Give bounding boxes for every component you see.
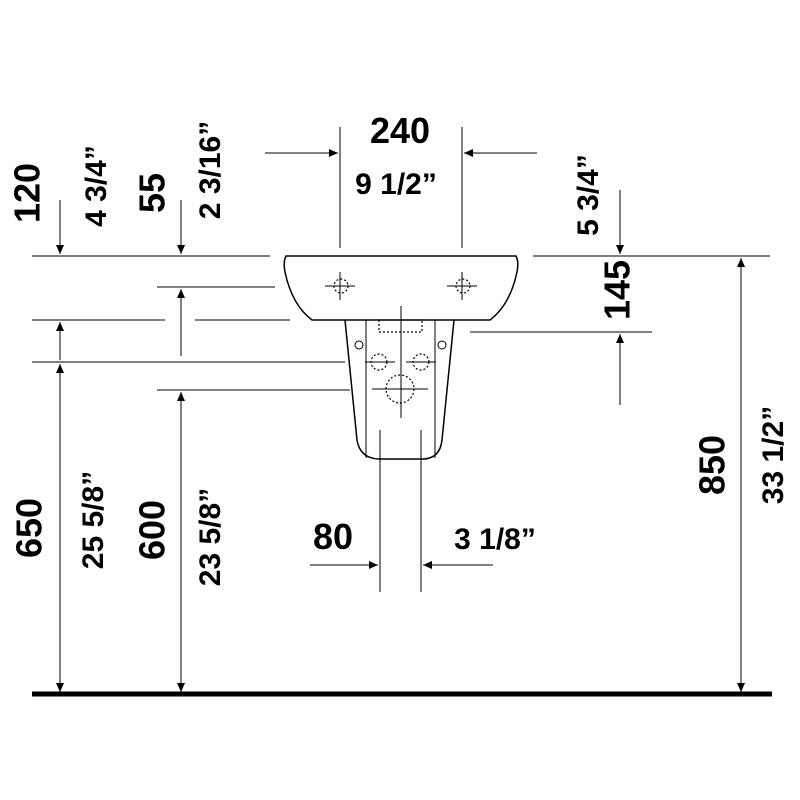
top-offset-in-label: 4 3/4” <box>80 145 113 227</box>
hole-offset-mm-label: 55 <box>132 173 173 213</box>
top-offset-mm-label: 120 <box>7 163 48 223</box>
width-mm-label: 240 <box>370 110 430 151</box>
height-650-in-label: 25 5/8” <box>77 471 110 569</box>
pedestal-width-in-label: 3 1/8” <box>454 523 536 556</box>
reference-lines <box>32 127 770 592</box>
hole-offset-in-label: 2 3/16” <box>194 121 227 219</box>
height-600-in-label: 23 5/8” <box>194 488 227 586</box>
right-offset-in-label: 5 3/4” <box>572 154 605 236</box>
width-in-label: 9 1/2” <box>355 168 437 201</box>
pedestal <box>344 306 455 460</box>
right-offset-mm-label: 145 <box>597 260 638 320</box>
pedestal-width-mm-label: 80 <box>313 516 353 557</box>
tap-hole-right <box>447 272 477 300</box>
height-600-mm-label: 600 <box>132 500 173 560</box>
height-650-mm-label: 650 <box>9 498 50 558</box>
tap-hole-left <box>325 272 355 300</box>
total-height-mm-label: 850 <box>692 435 733 495</box>
total-height-in-label: 33 1/2” <box>757 406 790 504</box>
dimension-arrows <box>56 149 745 692</box>
basin <box>283 255 519 321</box>
